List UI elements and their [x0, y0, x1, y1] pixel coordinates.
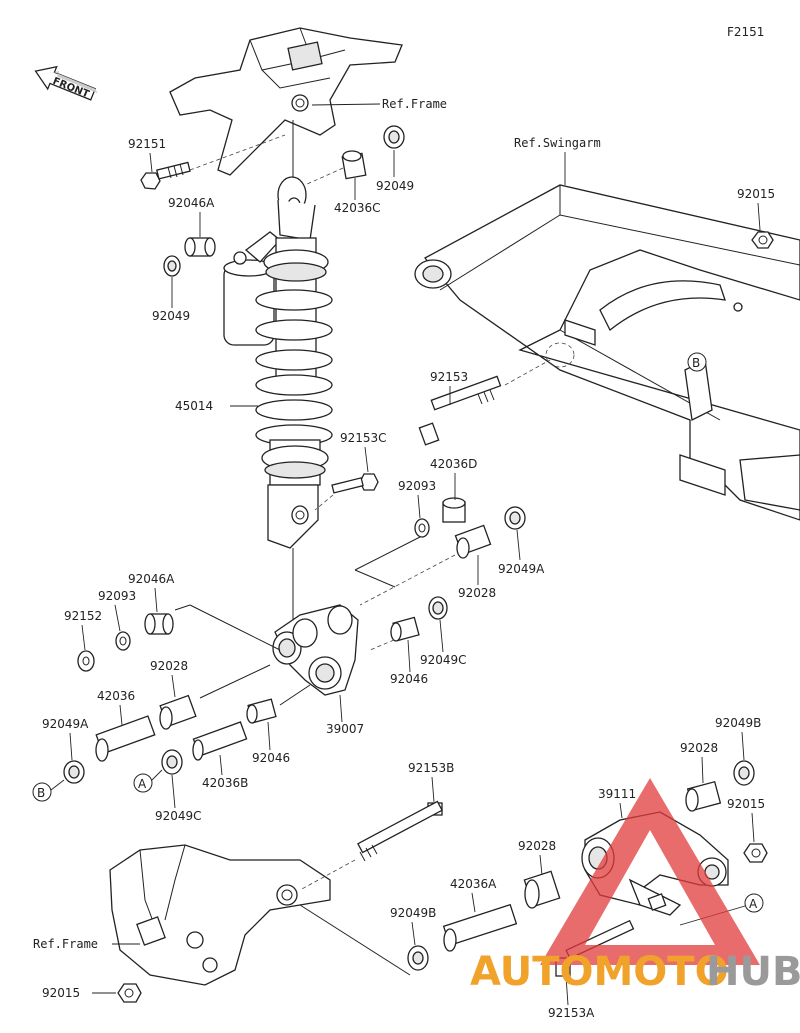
label-92046a-top: 92046A [168, 196, 215, 210]
label-39007: 39007 [326, 722, 364, 736]
callout-a-left: A [133, 773, 153, 793]
watermark-logo [540, 778, 760, 965]
watermark-text-part2: HUB [706, 949, 800, 995]
seal-92049b-bottom [407, 945, 429, 971]
label-92151: 92151 [128, 137, 166, 151]
svg-text:A: A [138, 777, 147, 791]
seal-92049c-left [161, 749, 183, 775]
needle-bearing-92046a-mid [144, 613, 174, 635]
label-92046-right: 92046 [390, 672, 428, 686]
nut-92015-bottom [117, 983, 142, 1003]
label-92049c-right: 92049C [420, 653, 467, 667]
collar-42036a [442, 903, 518, 952]
label-92028-left: 92028 [150, 659, 188, 673]
label-39111: 39111 [598, 787, 636, 801]
nut-92015-right [743, 843, 768, 863]
label-92046-mid: 92046 [252, 751, 290, 765]
nut-92015-top [751, 231, 774, 249]
label-92028-bottom-right: 92028 [680, 741, 718, 755]
seal-92049a-right [504, 506, 526, 530]
swingarm [414, 184, 800, 521]
needle-bearing-92046-right [390, 616, 420, 642]
seal-92049b-right [733, 760, 755, 786]
label-92152: 92152 [64, 609, 102, 623]
collar-42036 [95, 715, 156, 762]
label-92049b-right: 92049B [715, 716, 761, 730]
label-92028-bottom: 92028 [518, 839, 556, 853]
bushing-92028-bottom [523, 870, 561, 909]
label-92093-left: 92093 [98, 589, 136, 603]
label-92049c-left: 92049C [155, 809, 202, 823]
seal-92049c-right [428, 596, 448, 620]
bolt-92153c [331, 473, 379, 494]
seal-92049-left [163, 255, 181, 277]
label-42036c: 42036C [334, 201, 381, 215]
bolt-92151 [140, 161, 191, 190]
svg-text:B: B [37, 786, 45, 800]
label-92046a-mid: 92046A [128, 572, 175, 586]
watermark-text-part1: AUTOMOTO [470, 949, 729, 995]
label-92153c: 92153C [340, 431, 387, 445]
collar-42036b [192, 721, 248, 761]
seal-92049-top [383, 125, 405, 149]
collar-42036d [442, 497, 466, 523]
label-92049a-left: 92049A [42, 717, 89, 731]
washer-92152 [77, 650, 95, 672]
bolt-92153 [418, 375, 502, 446]
front-arrow-icon: FRONT [34, 65, 98, 101]
bushing-92028-mid [454, 524, 492, 559]
svg-text:B: B [692, 356, 700, 370]
seal-92049a-left [63, 760, 85, 784]
label-42036d: 42036D [430, 457, 477, 471]
label-42036: 42036 [97, 689, 135, 703]
frame-bottom-bracket [109, 844, 331, 986]
washer-92093-left [115, 631, 131, 651]
label-92049-left: 92049 [152, 309, 190, 323]
bushing-92028-left [159, 694, 197, 730]
callout-b-swingarm: B [687, 352, 707, 372]
label-92153b: 92153B [408, 761, 454, 775]
label-92093-right: 92093 [398, 479, 436, 493]
label-42036b: 42036B [202, 776, 248, 790]
label-92015-right: 92015 [727, 797, 765, 811]
callout-a-right: A [744, 893, 764, 913]
ref-frame-bottom: Ref.Frame [33, 937, 98, 951]
label-92015-top: 92015 [737, 187, 775, 201]
label-92153: 92153 [430, 370, 468, 384]
callout-b-left: B [32, 782, 52, 802]
figure-code: F2151 [727, 25, 764, 39]
ref-frame-top: Ref.Frame [382, 97, 447, 111]
needle-bearing-92046-mid [246, 698, 277, 724]
svg-text:A: A [749, 897, 758, 911]
label-92049a-right: 92049A [498, 562, 545, 576]
label-92028-mid: 92028 [458, 586, 496, 600]
rocker-arm-39007 [272, 604, 359, 696]
collar-42036c [341, 150, 367, 180]
bolt-92153b [357, 800, 443, 862]
bushing-92028-bottom-right [685, 780, 722, 812]
label-92153a: 92153A [548, 1006, 595, 1020]
needle-bearing-92046a-top [184, 237, 216, 257]
label-92049-top: 92049 [376, 179, 414, 193]
label-45014: 45014 [175, 399, 213, 413]
label-92015-bottom: 92015 [42, 986, 80, 1000]
frame-top-bracket [169, 27, 403, 176]
label-42036a: 42036A [450, 877, 497, 891]
washer-92093-right [414, 518, 430, 538]
label-92049b-bottom: 92049B [390, 906, 436, 920]
ref-swingarm: Ref.Swingarm [514, 136, 601, 150]
shock-absorber-45014 [223, 120, 333, 620]
